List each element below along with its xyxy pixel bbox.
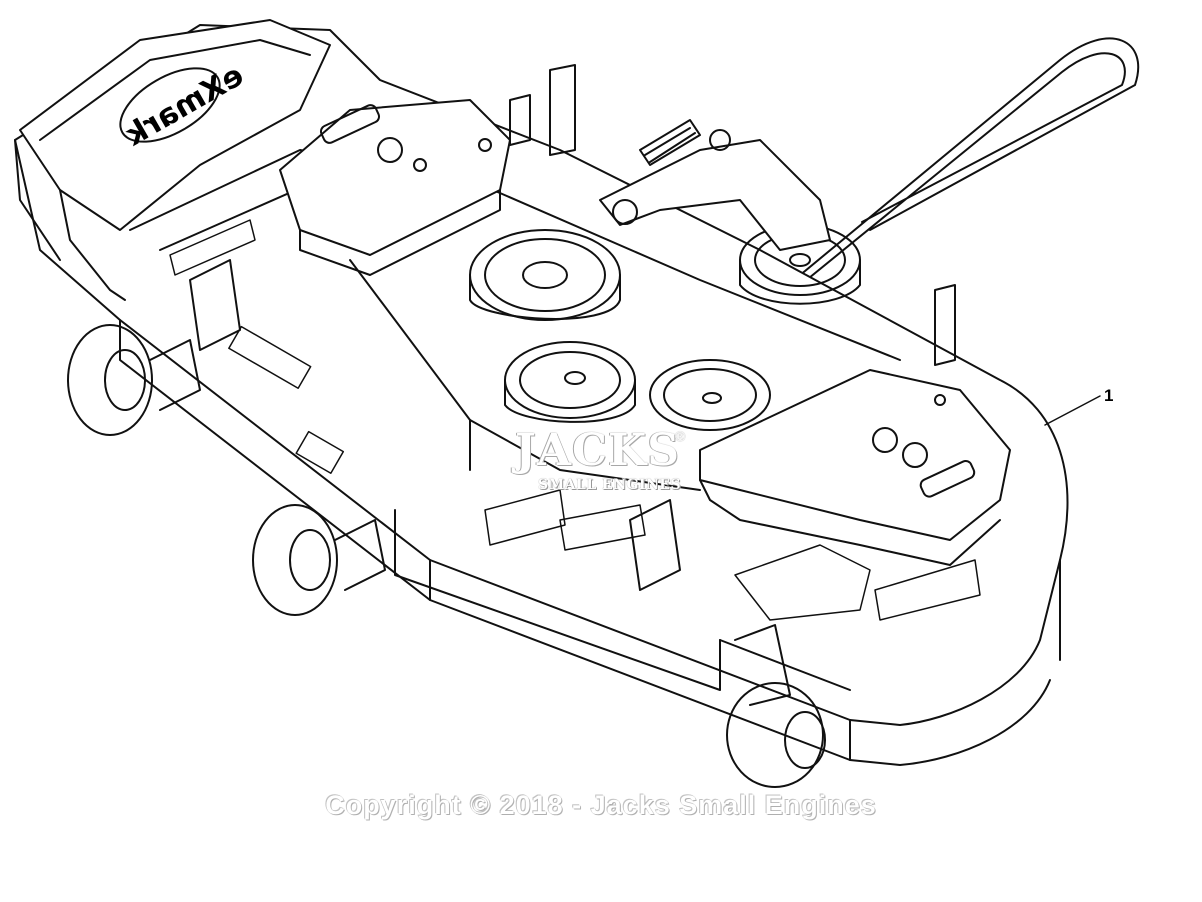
watermark-sub: SMALL ENGINES	[538, 477, 682, 493]
decals	[169, 219, 981, 621]
pulley-idler-left	[504, 341, 636, 423]
callout-label-1: 1	[1104, 386, 1114, 405]
callout-leader-1	[1044, 395, 1101, 426]
center-spindle-cover	[279, 99, 511, 276]
idler-arm	[599, 119, 831, 251]
drive-belt	[769, 37, 1140, 301]
wheel-right-front	[726, 624, 826, 788]
pulley-idler-right	[649, 359, 771, 431]
right-spindle-cover	[699, 369, 1011, 566]
watermark-main: JACKS	[515, 425, 680, 476]
pulley-center	[469, 229, 621, 321]
copyright-text: Copyright © 2018 - Jacks Small Engines	[325, 790, 877, 820]
watermark-reg: ®	[675, 428, 686, 444]
wheel-left-rear	[67, 324, 201, 436]
wheel-left-front	[252, 504, 386, 616]
left-spindle-cover	[14, 19, 331, 301]
